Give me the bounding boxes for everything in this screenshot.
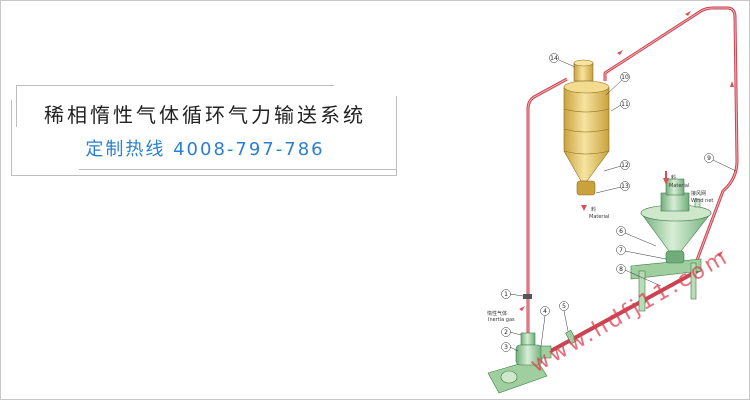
callout-10: 10 [605,72,630,96]
svg-text:8: 8 [619,266,623,273]
frame-line-left-inner [11,100,12,176]
frame-line-right [396,96,397,176]
svg-text:6: 6 [619,228,623,235]
watermark: www.hdfj11.com [527,244,734,378]
svg-text:Inertia gas: Inertia gas [488,317,515,323]
frame-line-bottom-inner [79,169,397,170]
callout-5: 5 [559,301,569,332]
callout-12: 12 [603,160,630,172]
callout-4: 4 [540,306,550,347]
svg-text:料: 料 [591,206,596,213]
svg-text:14: 14 [550,55,558,62]
feed-hopper [630,178,712,312]
callout-1: 1 [501,289,524,299]
svg-text:料: 料 [671,174,676,181]
callout-2: 2 [501,327,522,337]
svg-text:12: 12 [621,162,629,169]
callout-7: 7 [616,245,667,260]
frame-line-top [16,85,334,86]
callouts: 1 2 3 4 5 6 7 8 9 10 11 12 13 14 [501,53,737,352]
svg-text:10: 10 [621,74,629,81]
callout-13: 13 [595,181,630,194]
frame-line-left-outer [16,85,17,127]
cyclone-separator [563,59,610,196]
svg-text:3: 3 [504,344,508,351]
svg-text:7: 7 [619,247,623,254]
svg-text:1: 1 [504,291,508,298]
material-outlet-top: 料 Material [581,205,609,220]
material-inlet: 料 Material 接风网 Wind net [663,171,713,204]
svg-text:Material: Material [669,183,689,189]
svg-text:2: 2 [504,329,508,336]
callout-3: 3 [501,342,519,352]
callout-14: 14 [549,53,576,68]
hotline-text: 定制热线 4008-797-786 [85,139,325,160]
svg-text:惰性气体: 惰性气体 [487,310,507,317]
callout-6: 6 [616,226,657,247]
svg-text:9: 9 [707,155,711,162]
frame-line-bottom [11,175,397,176]
roots-blower [487,329,577,394]
svg-text:Material: Material [589,214,609,220]
svg-text:接风网: 接风网 [691,190,706,197]
callout-9: 9 [704,153,737,172]
callout-11: 11 [610,99,630,112]
svg-text:4: 4 [543,308,547,315]
svg-text:Wind net: Wind net [691,198,713,204]
svg-text:5: 5 [562,303,566,310]
inert-gas-label: 惰性气体 Inertia gas [487,294,532,323]
svg-text:13: 13 [621,183,629,190]
banner-title: 稀相惰性气体循环气力输送系统 [44,103,366,127]
svg-text:11: 11 [621,101,629,108]
callout-8: 8 [616,264,662,287]
